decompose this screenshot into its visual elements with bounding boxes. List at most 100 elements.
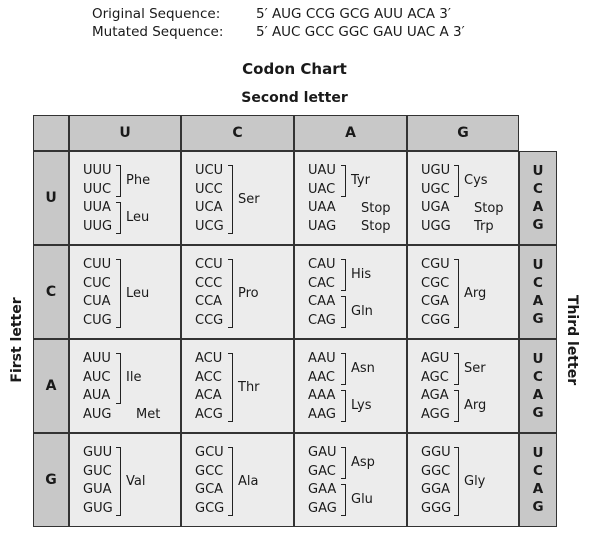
codon-bracket (116, 259, 121, 328)
codon-bracket (228, 447, 233, 516)
codon: GUU (83, 445, 113, 460)
second-letter-header: U (69, 115, 181, 151)
codon-bracket (454, 353, 459, 385)
codon: AGC (421, 369, 449, 385)
codon: ACG (195, 406, 223, 422)
codon: UCU (195, 163, 224, 178)
amino-acid-label: Gln (351, 304, 373, 319)
codon: CAC (308, 275, 335, 291)
first-letter-header: A (33, 339, 69, 433)
amino-acid-label: Phe (126, 173, 151, 188)
codon: UAG (308, 218, 337, 234)
amino-acid-label: Ser (238, 191, 260, 207)
codon: GCG (195, 500, 225, 516)
amino-acid-label: Leu (126, 210, 150, 225)
codon: CUG (83, 312, 112, 328)
codon: UGU (421, 163, 451, 178)
codon: UGG (421, 218, 451, 234)
amino-acid-label: Stop (361, 219, 391, 235)
third-letter: C (533, 369, 543, 385)
third-letter: G (532, 499, 544, 515)
codon: UAU (308, 163, 336, 178)
third-letter: C (533, 463, 543, 479)
codon: UUU (83, 163, 112, 178)
second-letter-header: A (294, 115, 407, 151)
first-letter-header: G (33, 433, 69, 527)
codon: CGG (421, 312, 451, 328)
codon: CUC (83, 275, 111, 291)
codon: GGA (421, 482, 451, 497)
amino-acid-label: Stop (474, 200, 504, 216)
codon: GGG (421, 500, 452, 516)
third-letter: A (532, 293, 544, 309)
third-letter: U (532, 351, 544, 367)
third-letter: G (532, 311, 544, 327)
amino-acid-label: Ser (464, 361, 486, 376)
codon-bracket (116, 202, 121, 234)
first-letter-header: U (33, 151, 69, 245)
mutated-sequence-row: Mutated Sequence: 5′ AUC GCC GGC GAU UAC… (92, 23, 465, 41)
third-letter: U (532, 445, 544, 461)
codon: UCA (195, 200, 223, 215)
amino-acid-label: Trp (474, 219, 494, 235)
codon-bracket (228, 259, 233, 328)
first-letter-label: First letter (9, 297, 25, 383)
codon: CGC (421, 275, 450, 291)
codon: GCC (195, 463, 224, 479)
third-letter: A (532, 199, 544, 215)
codon-bracket (116, 165, 121, 197)
third-letter: A (532, 481, 544, 497)
amino-acid-label: Met (136, 407, 161, 423)
codon: UUA (83, 200, 111, 215)
codon: AAU (308, 351, 336, 366)
amino-acid-label: His (351, 267, 372, 282)
codon: CAA (308, 294, 336, 309)
codon: ACA (195, 388, 222, 403)
third-letter-label: Third letter (564, 294, 580, 386)
codon: AAA (308, 388, 336, 403)
third-letter: C (533, 275, 543, 291)
sequence-block: Original Sequence: 5′ AUG CCG GCG AUU AC… (92, 5, 465, 41)
codon: CAU (308, 257, 336, 272)
codon: CCA (195, 294, 223, 309)
codon: GUG (83, 500, 113, 516)
codon: UCG (195, 218, 224, 234)
original-sequence-value: 5′ AUG CCG GCG AUU ACA 3′ (256, 6, 451, 22)
codon: AAG (308, 406, 336, 422)
third-letter: G (532, 217, 544, 233)
codon-bracket (228, 165, 233, 234)
codon-bracket (341, 353, 346, 385)
amino-acid-label: Arg (464, 398, 487, 413)
amino-acid-label: Ile (126, 370, 142, 386)
codon: GAG (308, 500, 337, 516)
codon: UUC (83, 181, 112, 197)
codon: AUC (83, 369, 111, 385)
codon-bracket (341, 259, 346, 291)
codon: AGU (421, 351, 450, 366)
codon: GAC (308, 463, 336, 479)
amino-acid-label: Arg (464, 285, 487, 301)
third-letter: U (532, 163, 544, 179)
amino-acid-label: Cys (464, 173, 488, 188)
codon: UAA (308, 200, 336, 215)
codon-bracket (116, 447, 121, 516)
codon-bracket (341, 296, 346, 328)
